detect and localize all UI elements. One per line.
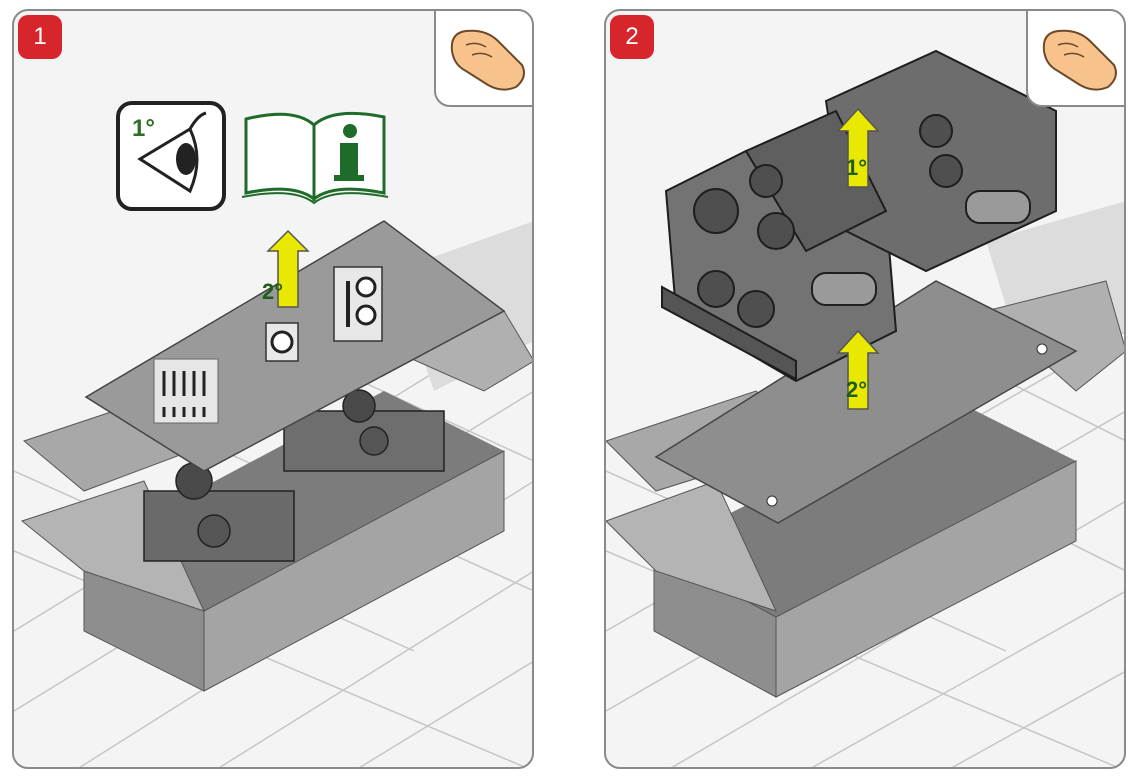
- hand-icon-box: [434, 11, 532, 107]
- step-1-illustration: [14, 101, 532, 767]
- step-2-arrow-order-label-second: 2°: [846, 377, 868, 402]
- step-2-illustration: [606, 49, 1124, 767]
- pump-inside-box: [143, 389, 445, 562]
- step-2-panel: 2 1° 2°: [604, 9, 1126, 769]
- step-number-badge: 1: [18, 15, 62, 59]
- hand-icon-box: [1026, 11, 1124, 107]
- fitting-part: [265, 322, 299, 362]
- step-number-badge: 2: [610, 15, 654, 59]
- arrow-up-icon: [836, 107, 880, 188]
- step-1-eye-order-label: 1°: [132, 115, 155, 142]
- step-1-panel: 1 1° 2°: [12, 9, 534, 769]
- box-inner: [654, 401, 1076, 617]
- bracket-part: [333, 266, 383, 342]
- manual-info-icon: [241, 111, 389, 205]
- pump-unit: [661, 49, 1057, 383]
- eye-icon: [116, 101, 226, 211]
- hand-icon: [450, 29, 525, 91]
- step-2-arrow-order-label-first: 1°: [846, 155, 868, 180]
- hand-icon: [1042, 29, 1117, 91]
- sheet-hole: [766, 495, 778, 507]
- arrow-up-icon: [836, 329, 880, 410]
- step-1-arrow-order-label: 2°: [262, 279, 284, 304]
- box-front-right: [775, 460, 1077, 698]
- box-front-right: [203, 450, 505, 692]
- arrow-up-icon: [266, 229, 310, 308]
- bolts-kit: [153, 358, 219, 424]
- sheet-hole: [1036, 343, 1048, 355]
- box-flap-front: [606, 480, 777, 612]
